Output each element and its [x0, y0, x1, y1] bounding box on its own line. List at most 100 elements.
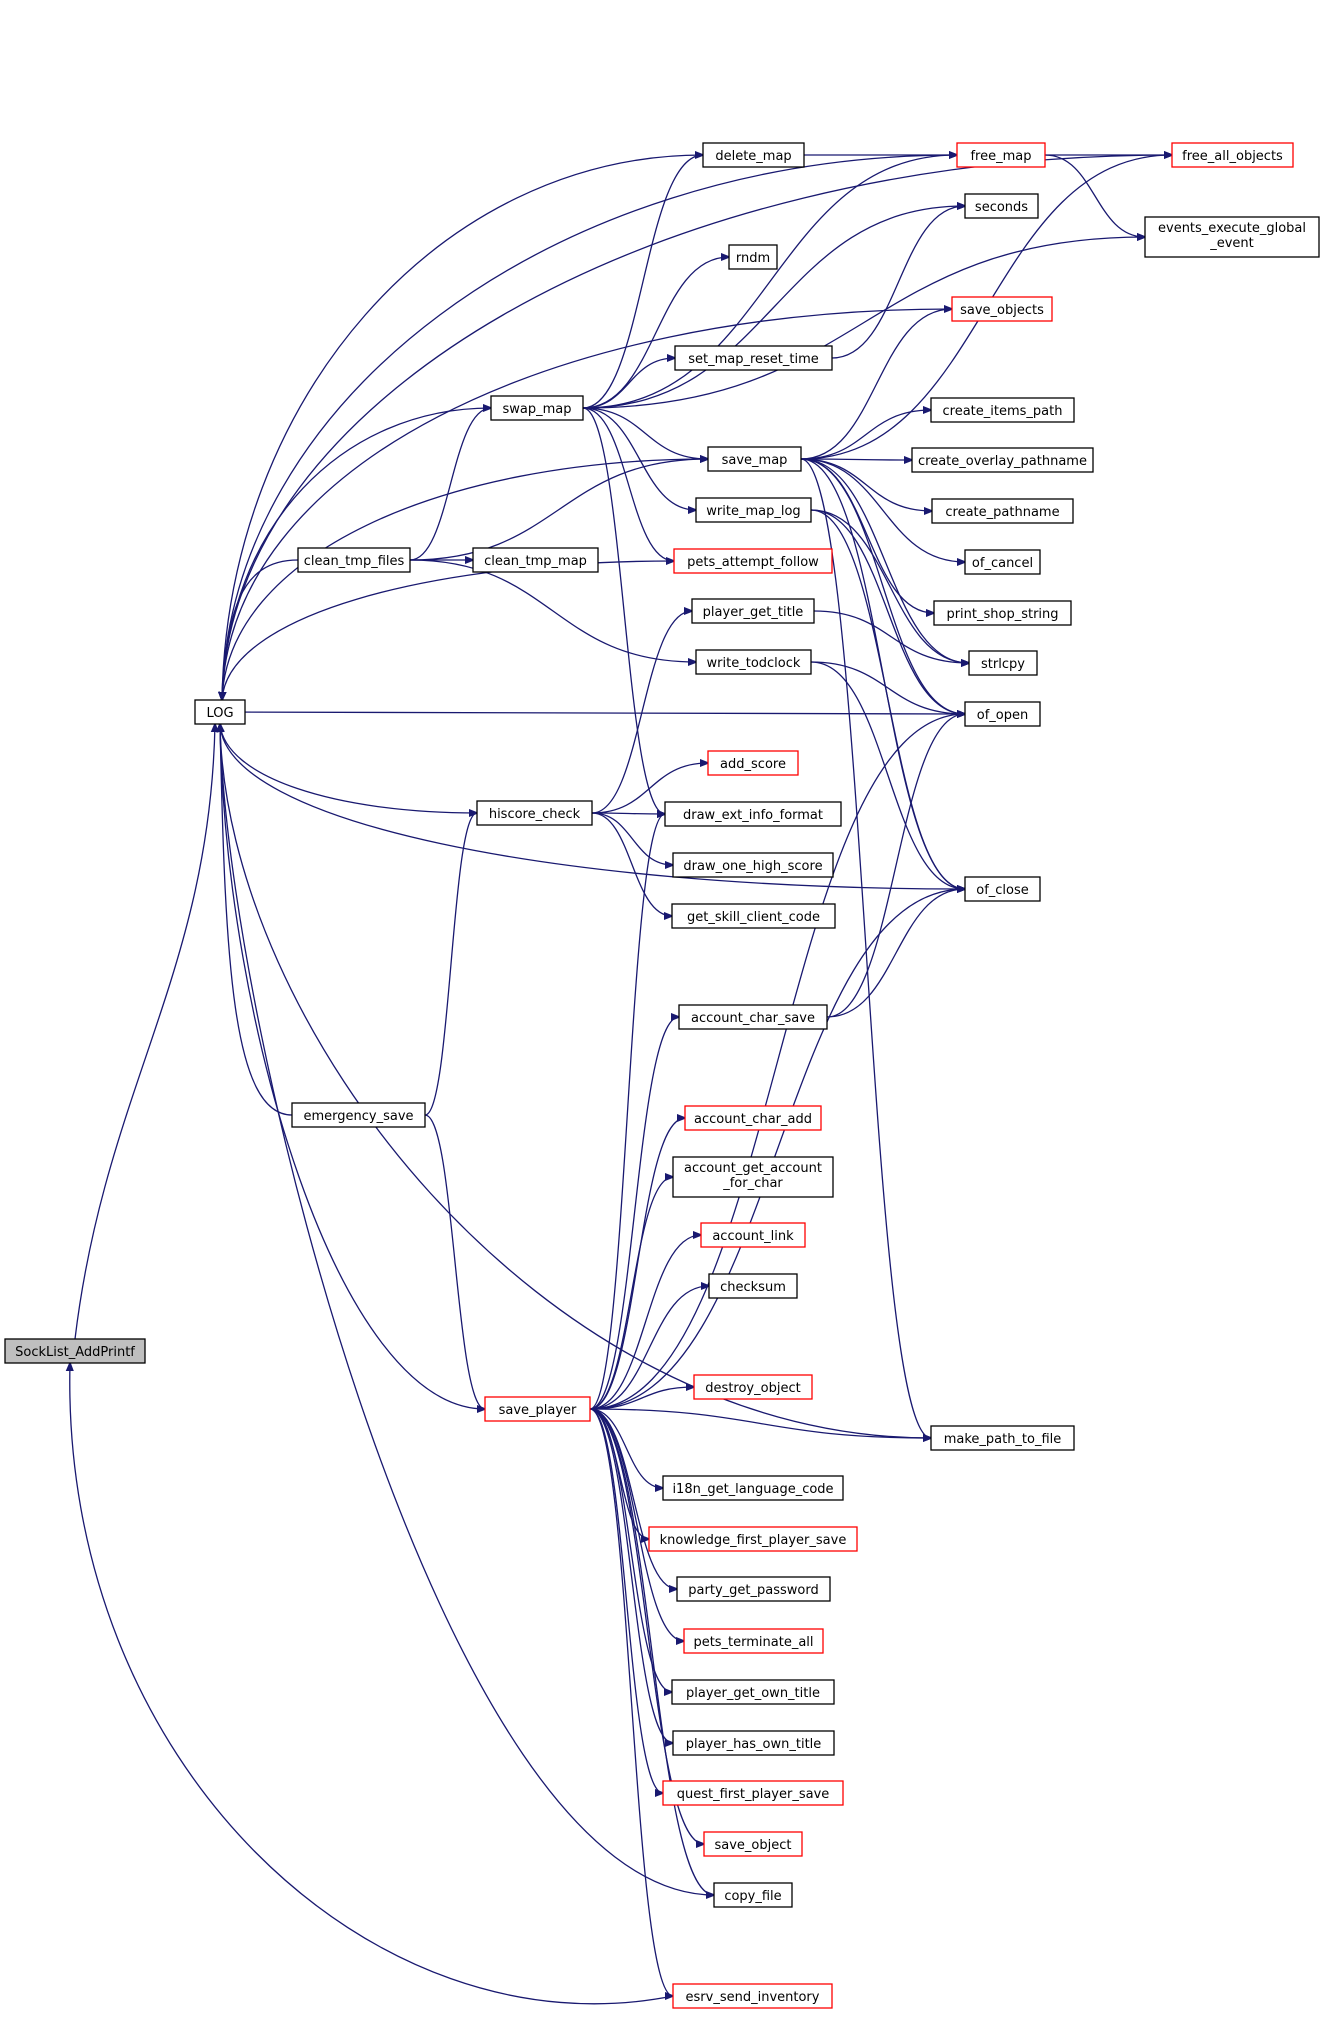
node-label: pets_attempt_follow [687, 555, 819, 570]
node-player-get-title[interactable]: player_get_title [691, 598, 815, 624]
edge-save_player-to-pets_terminate_all [589, 1408, 684, 1641]
edge-save_map-to-create_overlay_pathname [800, 459, 912, 460]
node-knowledge-first-player-save[interactable]: knowledge_first_player_save [648, 1526, 858, 1552]
node-label: strlcpy [981, 657, 1025, 672]
edge-save_map-to-create_items_path [800, 410, 931, 460]
edge-pets_attempt_follow-to-log [222, 560, 675, 700]
node-print-shop-string[interactable]: print_shop_string [933, 600, 1072, 626]
edge-emergency_save-to-hiscore_check [424, 813, 477, 1116]
edge-save_player-to-account_char_save [589, 1017, 679, 1410]
node-rndm[interactable]: rndm [728, 244, 778, 270]
node-label: knowledge_first_player_save [660, 1533, 847, 1548]
edge-socklist_addprintf-to-esrv_send_inventory [70, 1363, 674, 2005]
node-destroy-object[interactable]: destroy_object [693, 1374, 813, 1400]
edge-account_char_save-to-of_close [826, 889, 965, 1018]
node-esrv-send-inventory[interactable]: esrv_send_inventory [672, 1983, 833, 2009]
node-create-overlay-pathname[interactable]: create_overlay_pathname [911, 447, 1094, 473]
node-draw-ext-info-format[interactable]: draw_ext_info_format [664, 801, 842, 827]
edge-account_char_save-to-of_open [826, 714, 965, 1018]
node-label: print_shop_string [946, 607, 1058, 622]
node-quest-first-player-save[interactable]: quest_first_player_save [662, 1780, 844, 1806]
node-account-get-account-for-char[interactable]: account_get_account_for_char [672, 1156, 834, 1198]
node-of-close[interactable]: of_close [964, 876, 1041, 902]
node-clean-tmp-files[interactable]: clean_tmp_files [297, 547, 411, 573]
node-label: swap_map [502, 402, 571, 417]
edge-player_get_title-to-strlcpy [813, 610, 969, 663]
node-account-char-add[interactable]: account_char_add [684, 1105, 822, 1131]
node-log[interactable]: LOG [194, 699, 246, 725]
edge-socklist_addprintf-to-log [74, 724, 215, 1340]
node-hiscore-check[interactable]: hiscore_check [476, 800, 593, 826]
node-label: copy_file [724, 1889, 781, 1904]
node-of-cancel[interactable]: of_cancel [964, 549, 1041, 575]
node-label: rndm [736, 251, 770, 266]
node-create-items-path[interactable]: create_items_path [930, 397, 1075, 423]
node-save-map[interactable]: save_map [707, 446, 802, 472]
node-save-player[interactable]: save_player [484, 1396, 591, 1422]
node-events-execute-global-event[interactable]: events_execute_global_event [1144, 216, 1320, 258]
node-account-link[interactable]: account_link [700, 1222, 806, 1248]
node-save-object[interactable]: save_object [703, 1831, 803, 1857]
node-copy-file[interactable]: copy_file [713, 1882, 793, 1908]
node-save-objects[interactable]: save_objects [951, 296, 1053, 322]
edge-of_close-to-log [220, 724, 966, 890]
node-label: clean_tmp_files [304, 554, 405, 569]
node-of-open[interactable]: of_open [964, 701, 1041, 727]
node-add-score[interactable]: add_score [707, 750, 799, 776]
node-label: events_execute_global [1158, 221, 1306, 236]
edge-swap_map-to-save_map [582, 407, 708, 459]
node-free-all-objects[interactable]: free_all_objects [1171, 142, 1294, 168]
node-pets-attempt-follow[interactable]: pets_attempt_follow [673, 548, 833, 574]
edge-make_path_to_file-to-log [220, 724, 932, 1439]
node-clean-tmp-map[interactable]: clean_tmp_map [472, 547, 599, 573]
node-set-map-reset-time[interactable]: set_map_reset_time [674, 345, 833, 371]
node-get-skill-client-code[interactable]: get_skill_client_code [671, 903, 836, 929]
edge-save_player-to-player_has_own_title [589, 1408, 673, 1743]
node-box [297, 547, 411, 573]
edge-write_map_log-to-of_open [810, 509, 965, 714]
edge-save_map-to-save_objects [800, 309, 952, 460]
edge-hiscore_check-to-draw_ext_info_format [591, 813, 665, 814]
node-box [1144, 216, 1320, 258]
node-socklist-addprintf[interactable]: SockList_AddPrintf [4, 1338, 146, 1364]
node-box [707, 446, 802, 472]
node-write-todclock[interactable]: write_todclock [695, 649, 812, 675]
node-label: save_objects [960, 303, 1044, 318]
node-strlcpy[interactable]: strlcpy [968, 650, 1038, 676]
edge-save_map-to-make_path_to_file [800, 458, 931, 1438]
edge-swap_map-to-write_map_log [582, 407, 696, 510]
edge-copy_file-to-log [220, 724, 715, 1896]
node-box [911, 447, 1094, 473]
node-i18n-get-language-code[interactable]: i18n_get_language_code [662, 1475, 844, 1501]
edge-save_objects-to-log [222, 308, 953, 700]
node-emergency-save[interactable]: emergency_save [291, 1102, 426, 1128]
node-write-map-log[interactable]: write_map_log [695, 497, 812, 523]
node-label: pets_terminate_all [693, 1635, 813, 1650]
edge-save_map-to-of_open [800, 458, 965, 714]
edge-save_player-to-i18n_get_language_code [589, 1408, 663, 1488]
node-player-has-own-title[interactable]: player_has_own_title [672, 1730, 835, 1756]
node-box [964, 701, 1041, 727]
node-account-char-save[interactable]: account_char_save [678, 1004, 828, 1030]
node-checksum[interactable]: checksum [708, 1273, 798, 1299]
node-free-map[interactable]: free_map [956, 142, 1046, 168]
node-label: player_has_own_title [686, 1737, 822, 1752]
edge-swap_map-to-free_map [582, 155, 957, 409]
node-label: _for_char [722, 1176, 783, 1191]
node-box [672, 1156, 834, 1198]
node-label: free_map [970, 149, 1031, 164]
node-create-pathname[interactable]: create_pathname [931, 498, 1074, 524]
node-player-get-own-title[interactable]: player_get_own_title [671, 1679, 835, 1705]
edge-swap_map-to-delete_map [582, 155, 703, 409]
node-pets-terminate-all[interactable]: pets_terminate_all [683, 1628, 824, 1654]
node-make-path-to-file[interactable]: make_path_to_file [930, 1425, 1075, 1451]
node-draw-one-high-score[interactable]: draw_one_high_score [672, 852, 834, 878]
node-seconds[interactable]: seconds [964, 193, 1039, 219]
node-swap-map[interactable]: swap_map [490, 395, 584, 421]
node-box [490, 395, 584, 421]
node-box [933, 600, 1072, 626]
edge-set_map_reset_time-to-seconds [831, 206, 965, 359]
node-party-get-password[interactable]: party_get_password [676, 1576, 831, 1602]
node-delete-map[interactable]: delete_map [702, 142, 805, 168]
edge-save_player-to-save_object [589, 1408, 704, 1844]
